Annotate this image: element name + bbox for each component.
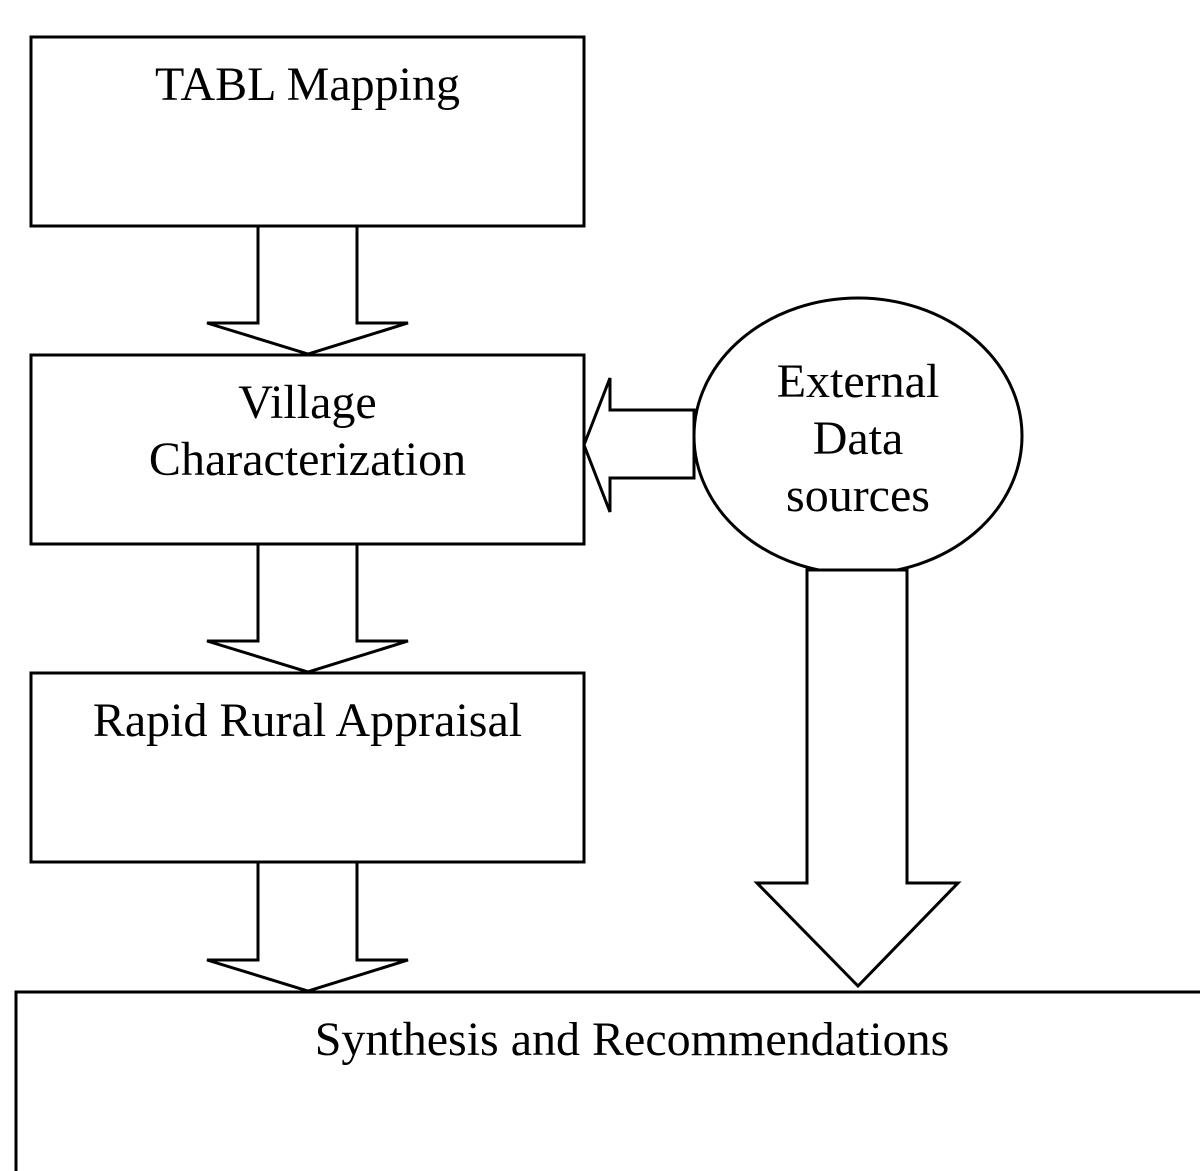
- village-characterization-line-1: Village: [238, 376, 377, 429]
- external-data-sources-line-1: External: [776, 355, 940, 408]
- synthesis-box: [14, 990, 1200, 1171]
- village-characterization-line-2: Characterization: [148, 433, 467, 486]
- tabl-mapping-box: [29, 35, 586, 228]
- synthesis-label: Synthesis and Recommendations: [314, 1013, 950, 1066]
- external-data-sources-line-2: Data: [812, 412, 904, 465]
- arrow-external-to-village: [582, 377, 696, 513]
- arrow-rra-to-synthesis: [206, 860, 409, 993]
- tabl-mapping-label: TABL Mapping: [154, 58, 460, 111]
- arrow-village-to-rra: [206, 542, 409, 674]
- arrow-tabl-to-village: [206, 224, 409, 356]
- rapid-rural-appraisal-label: Rapid Rural Appraisal: [92, 694, 523, 747]
- external-data-sources-line-3: sources: [786, 469, 930, 522]
- village-characterization-label: Village Characterization: [31, 374, 584, 488]
- external-data-sources-label: External Data sources: [712, 353, 1004, 524]
- village-characterization-box: [29, 353, 586, 546]
- arrow-external-to-synthesis: [753, 568, 962, 989]
